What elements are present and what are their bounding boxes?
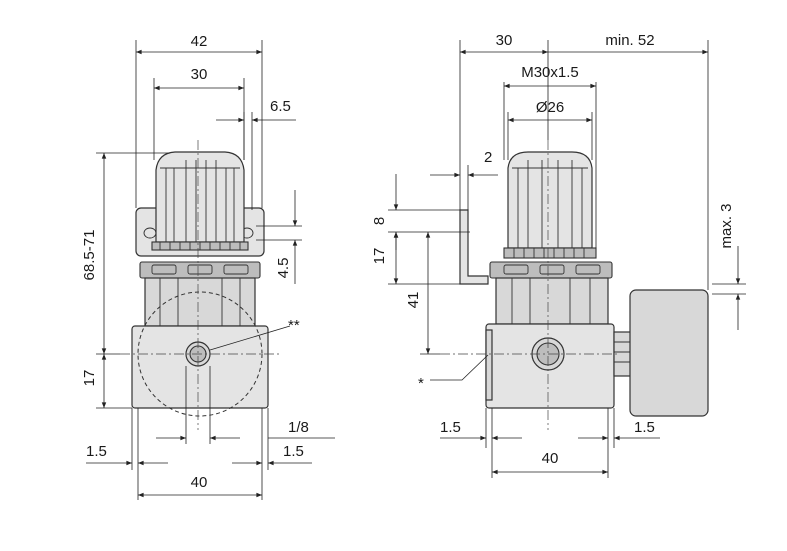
dim-max-3-label: max. 3 (718, 203, 735, 248)
dim-min-52-label: min. 52 (605, 32, 654, 49)
front-view (120, 140, 280, 430)
dim-1-8-label: 1/8 (288, 419, 309, 436)
dim-17-left-label: 17 (81, 370, 98, 387)
dim-m30-label: M30x1.5 (521, 64, 579, 81)
side-bonnet (495, 277, 609, 325)
side-view-dimensions: 30 min. 52 M30x1.5 Ø26 2 8 17 41 (371, 32, 746, 478)
gauge-outline-dashed (137, 291, 263, 417)
dim-17-right-label: 17 (371, 248, 388, 265)
dim-8-label: 8 (371, 217, 388, 225)
side-knob (507, 151, 593, 249)
knob-ribs (160, 160, 240, 242)
dim-30-right-label: 30 (496, 32, 513, 49)
panel-nut (139, 261, 261, 279)
single-star-label: * (418, 375, 424, 392)
double-star-label: ** (288, 317, 300, 334)
dim-dia26-label: Ø26 (536, 99, 564, 116)
adjusting-knob (155, 151, 245, 243)
dim-30-left-label: 30 (191, 66, 208, 83)
dim-68-5-71-label: 68.5-71 (81, 230, 98, 281)
dim-1-5-right-a-label: 1.5 (440, 419, 461, 436)
dim-40-left-label: 40 (191, 474, 208, 491)
dim-1-5-left-a-label: 1.5 (86, 443, 107, 460)
dim-2-label: 2 (484, 149, 492, 166)
side-panel-nut (489, 261, 613, 279)
side-thread-ring (503, 247, 597, 259)
dim-1-5-left-b-label: 1.5 (283, 443, 304, 460)
dim-40-right-label: 40 (542, 450, 559, 467)
pressure-gauge (629, 289, 709, 417)
dim-4-5-label: 4.5 (275, 258, 292, 279)
bonnet (144, 277, 256, 327)
dim-1-5-right-b-label: 1.5 (634, 419, 655, 436)
dim-6-5-label: 6.5 (270, 98, 291, 115)
side-bracket (459, 209, 489, 285)
main-body (131, 325, 269, 409)
dim-42-label: 42 (191, 33, 208, 50)
dim-41-label: 41 (405, 292, 422, 309)
front-view-dimensions: 42 30 6.5 68.5-71 4.5 ** 17 (81, 33, 335, 500)
side-view (440, 140, 709, 430)
